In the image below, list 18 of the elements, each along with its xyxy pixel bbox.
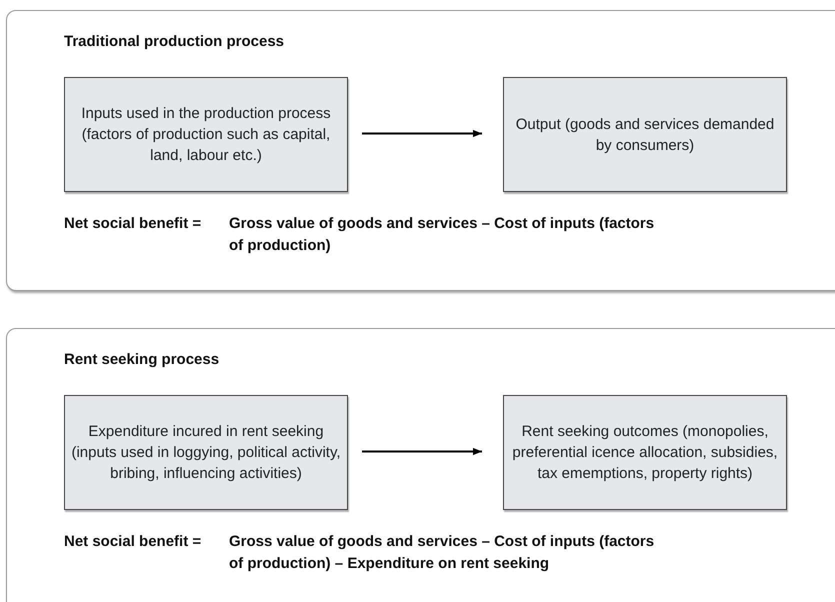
- box-text: Expenditure incured in rent seeking (inputs used in loggying, political activity, bribing, influencing activities): [70, 422, 342, 484]
- process-box: [64, 77, 348, 192]
- equation-label: Net social benefit =: [64, 532, 202, 552]
- process-box: [64, 395, 348, 510]
- panel-heading: Traditional production process: [64, 33, 284, 50]
- panel: [6, 328, 835, 602]
- panel-heading: Rent seeking process: [64, 351, 220, 368]
- equation-text: Gross value of goods and services – Cost of inputs (factors of production): [229, 214, 656, 256]
- process-box: [503, 77, 787, 192]
- box-text: Output (goods and services demanded by consumers): [514, 114, 776, 156]
- arrow: [362, 130, 482, 138]
- panel: [6, 10, 835, 291]
- box-text: Rent seeking outcomes (monopolies, preferential icence allocation, subsidies, tax ememptions, property rights): [511, 422, 779, 484]
- equation-text: Gross value of goods and services – Cost of inputs (factors of production) – Expenditure on rent seeking: [229, 532, 656, 574]
- equation-label: Net social benefit =: [64, 214, 202, 234]
- arrow: [362, 448, 482, 456]
- box-text: Inputs used in the production process (factors of production such as capital, land, labour etc.): [80, 104, 332, 166]
- process-box: [503, 395, 787, 510]
